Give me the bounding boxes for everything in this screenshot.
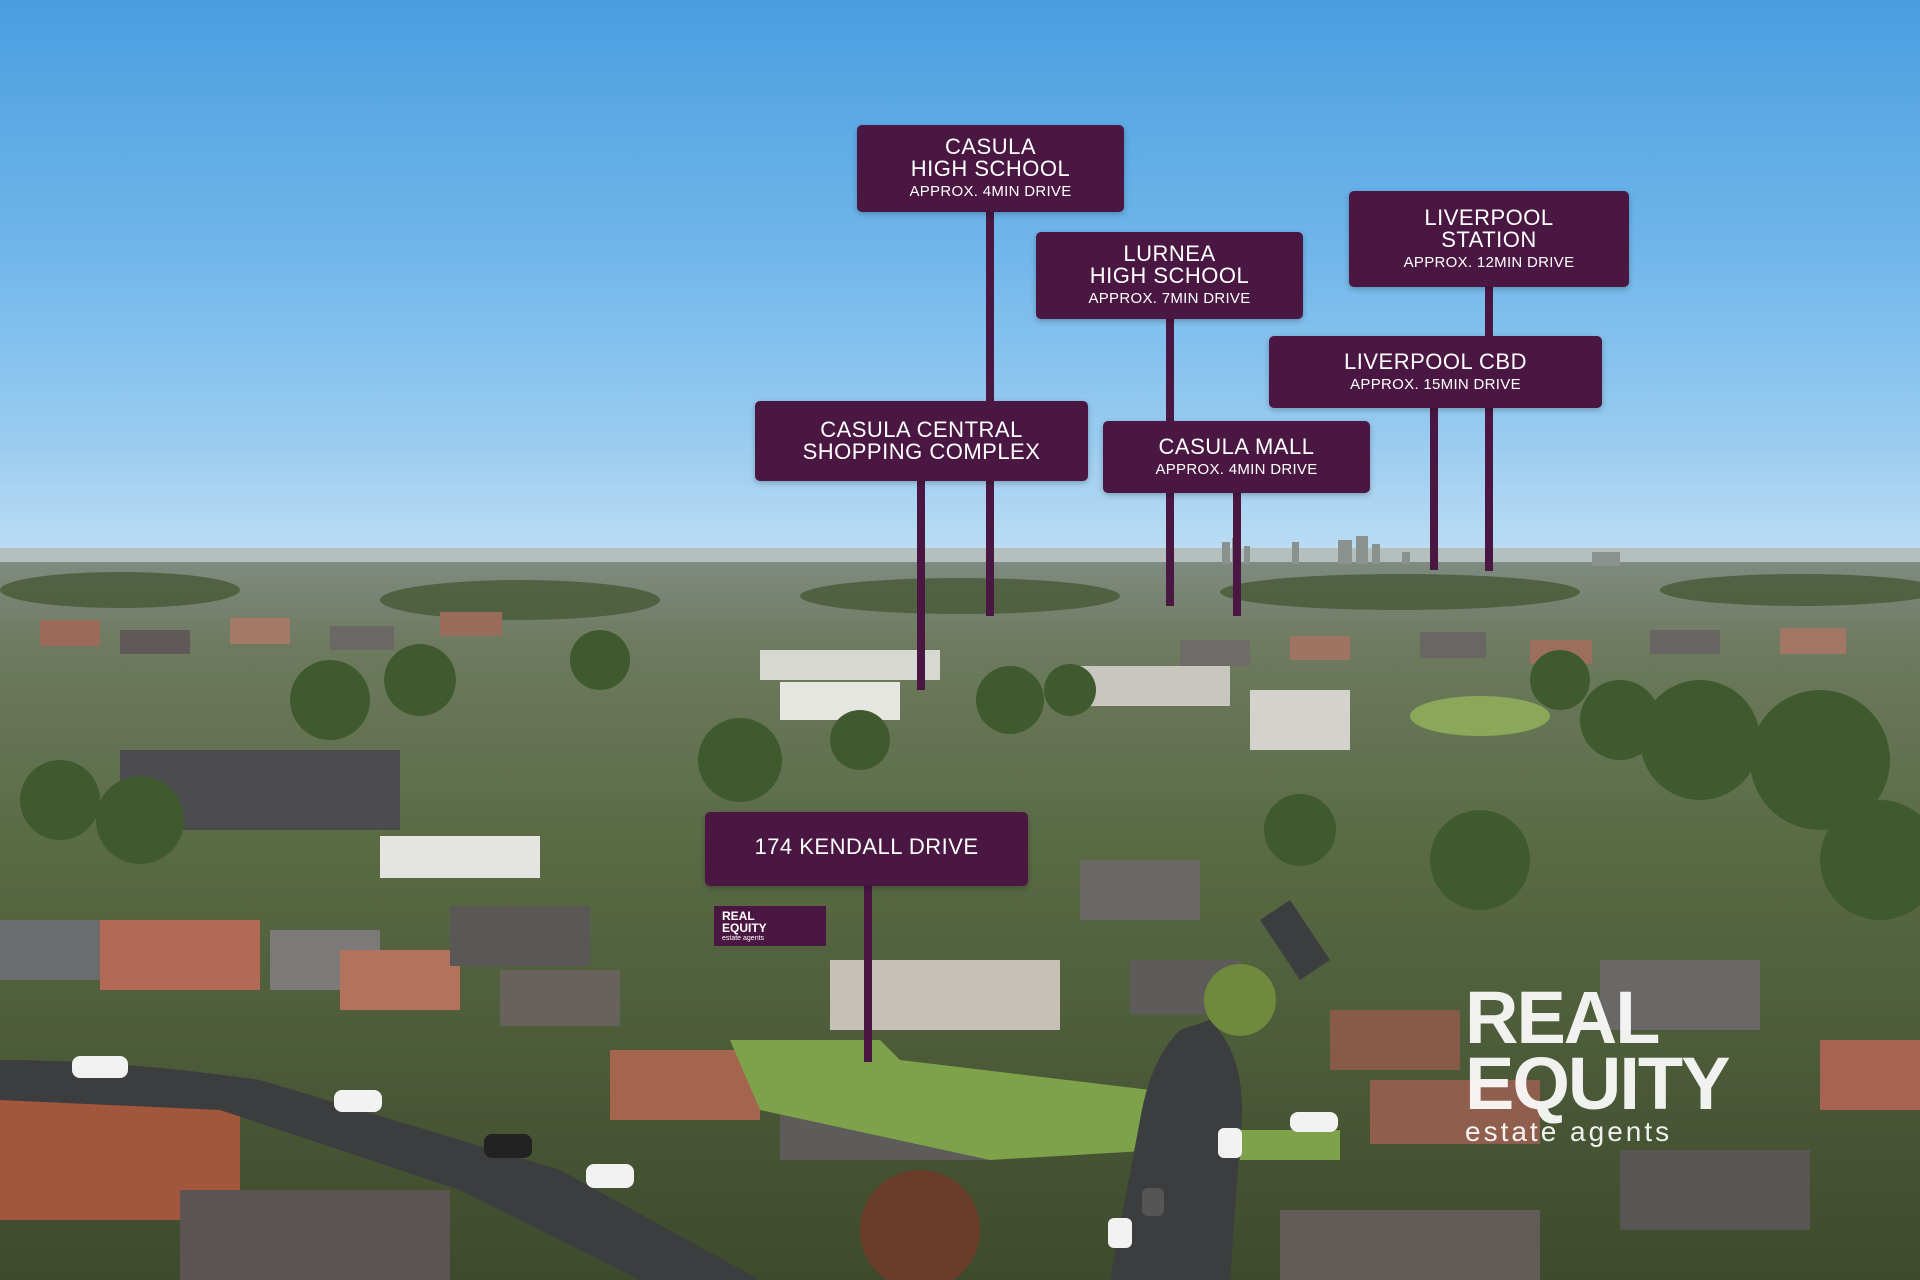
callout-property: 174 KENDALL DRIVE (705, 812, 1028, 886)
watermark-line-2: EQUITY (1465, 1042, 1730, 1125)
callout-subtitle: APPROX. 4MIN DRIVE (909, 183, 1072, 200)
cars (72, 1056, 1338, 1248)
callout-liverpool-cbd: LIVERPOOL CBD APPROX. 15MIN DRIVE (1269, 336, 1602, 408)
callout-subtitle: APPROX. 4MIN DRIVE (1155, 460, 1318, 478)
callout-casula-high-school: CASULA HIGH SCHOOL APPROX. 4MIN DRIVE (857, 125, 1124, 212)
callout-title: 174 KENDALL DRIVE (754, 834, 979, 859)
callout-casula-central: CASULA CENTRAL SHOPPING COMPLEX (755, 401, 1088, 481)
pin-property (864, 882, 872, 1062)
callout-title: LIVERPOOL CBD (1344, 348, 1527, 374)
callout-subtitle: APPROX. 7MIN DRIVE (1088, 290, 1251, 307)
callout-title: CASULA MALL (1158, 433, 1315, 459)
logo-line-3: estate agents (722, 935, 765, 942)
pin-liverpool-cbd (1430, 404, 1438, 570)
callout-subtitle: APPROX. 12MIN DRIVE (1403, 253, 1575, 271)
distant-trees (0, 572, 1920, 620)
brand-logo-small: REAL EQUITY estate agents (714, 906, 826, 946)
trees (20, 630, 1920, 1280)
house-roofs (0, 612, 1920, 1280)
callout-subtitle: APPROX. 15MIN DRIVE (1350, 375, 1521, 393)
callout-title: LIVERPOOL STATION (1424, 204, 1554, 252)
logo-line-2: EQUITY (722, 921, 767, 935)
watermark-line-3: estate agents (1465, 1116, 1673, 1147)
brand-watermark: REAL EQUITY estate agents (1465, 976, 1885, 1147)
callout-title: CASULA CENTRAL SHOPPING COMPLEX (802, 417, 1041, 464)
callout-casula-mall: CASULA MALL APPROX. 4MIN DRIVE (1103, 421, 1370, 493)
callout-liverpool-station: LIVERPOOL STATION APPROX. 12MIN DRIVE (1349, 191, 1629, 287)
pin-casula-mall (1233, 490, 1241, 616)
roads (0, 900, 1330, 1280)
watermark-line-1: REAL (1465, 976, 1660, 1059)
lawns (730, 696, 1550, 1160)
callout-title: LURNEA HIGH SCHOOL (1089, 241, 1250, 288)
pin-casula-central (917, 476, 925, 690)
callout-lurnea-high-school: LURNEA HIGH SCHOOL APPROX. 7MIN DRIVE (1036, 232, 1303, 319)
callout-title: CASULA HIGH SCHOOL (910, 134, 1071, 181)
pin-liverpool-station (1485, 282, 1493, 571)
logo-line-1: REAL (722, 909, 755, 923)
